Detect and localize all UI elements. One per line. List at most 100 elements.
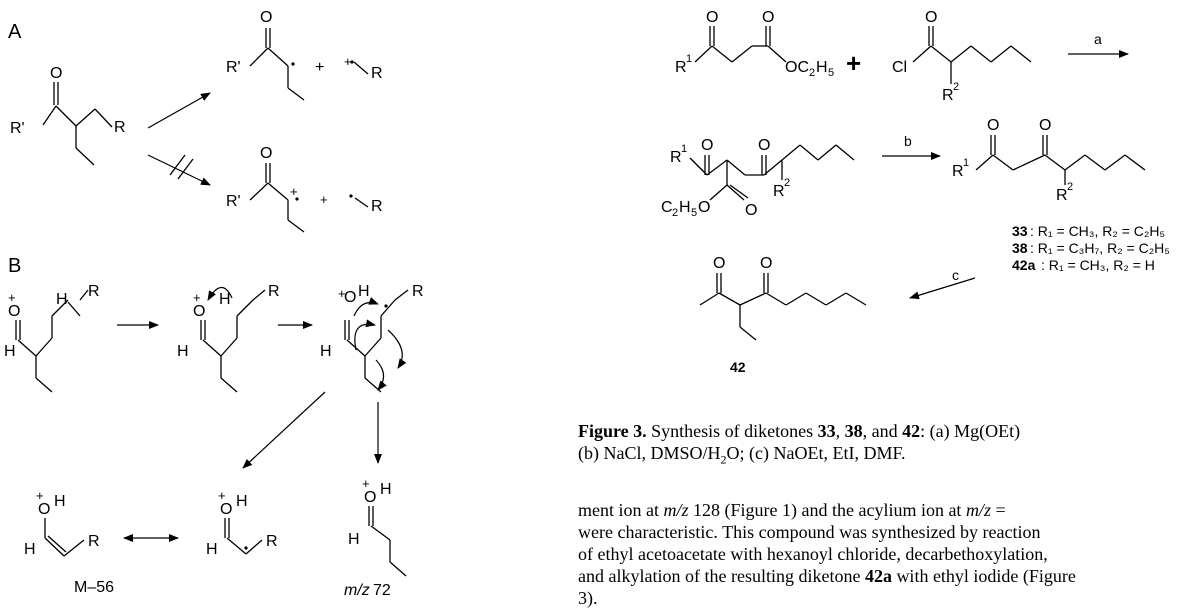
- svg-text:C: C: [661, 199, 673, 216]
- svg-text:O: O: [344, 289, 356, 306]
- svg-text:R: R: [88, 533, 100, 550]
- synth-diketone: O O R 1 R 2: [952, 117, 1146, 204]
- svg-text:+: +: [218, 488, 226, 503]
- synth-intermediate: O O R 1 R 2 O C 2 H 5 O: [661, 137, 855, 219]
- svg-text:O: O: [38, 501, 50, 518]
- panel-a-label: A: [8, 21, 22, 43]
- svg-text:O: O: [220, 501, 232, 518]
- svg-text:2: 2: [672, 207, 678, 219]
- panel-b-struct-5: + O H H R: [206, 488, 278, 558]
- svg-text:+: +: [362, 476, 370, 491]
- compound-42-label: 42: [730, 359, 746, 375]
- svg-text:O: O: [260, 9, 272, 26]
- panel-b-label: B: [8, 255, 21, 277]
- svg-text:O: O: [364, 489, 376, 506]
- svg-text:O: O: [762, 9, 774, 26]
- svg-text:+: +: [36, 488, 44, 503]
- arrow-b3-left: [242, 391, 326, 469]
- svg-text:H: H: [56, 291, 68, 308]
- svg-text:O: O: [758, 137, 770, 154]
- svg-text:O: O: [925, 9, 937, 26]
- svg-text:R: R: [371, 65, 383, 82]
- synth-compound-42: O O: [699, 255, 867, 341]
- svg-text:5: 5: [828, 67, 834, 79]
- body-line-1: ment ion at m/z 128 (Figure 1) and the a…: [578, 500, 1006, 520]
- label-mz-value: 72: [373, 582, 391, 599]
- svg-text:O: O: [260, 145, 272, 162]
- caption-line-2: (b) NaCl, DMSO/H2O; (c) NaOEt, EtI, DMF.: [578, 443, 906, 467]
- svg-text:O: O: [701, 137, 713, 154]
- svg-text:R: R: [952, 163, 964, 180]
- svg-text:H: H: [236, 493, 248, 510]
- arrow-step-c: [909, 277, 976, 300]
- svg-text:H: H: [24, 541, 36, 558]
- svg-text:R: R: [371, 198, 383, 215]
- svg-text:H: H: [358, 283, 370, 300]
- svg-text:H: H: [219, 291, 231, 308]
- svg-text:R': R': [10, 120, 25, 137]
- forbidden-mark-2: [177, 158, 194, 180]
- arrow-a-bottom: [147, 154, 211, 186]
- svg-text:H: H: [206, 541, 218, 558]
- compound-42a-id: 42a: [1012, 257, 1036, 273]
- svg-text:R: R: [675, 59, 687, 76]
- svg-text:2: 2: [809, 67, 815, 79]
- svg-text:H: H: [54, 493, 66, 510]
- svg-text:O: O: [1039, 117, 1051, 134]
- svg-text:R': R': [226, 59, 241, 76]
- compound-38-text: : R₁ = C₃H₇, R₂ = C₂H₅: [1030, 240, 1170, 256]
- compound-list: 33 : R₁ = CH₃, R₂ = C₂H₅ 38 : R₁ = C₃H₇,…: [1012, 223, 1170, 273]
- forbidden-mark-1: [169, 154, 186, 176]
- panel-b-struct-enol: + O H H R: [24, 488, 100, 558]
- svg-text:2: 2: [953, 81, 959, 93]
- svg-text:H: H: [816, 59, 828, 76]
- svg-text:1: 1: [681, 143, 687, 155]
- compound-33-text: : R₁ = CH₃, R₂ = C₂H₅: [1030, 223, 1165, 239]
- synth-ketoester: O O R 1 OC 2 H 5: [675, 9, 834, 79]
- panel-b-struct-72: + O H H: [348, 476, 407, 577]
- svg-text:R: R: [670, 149, 682, 166]
- panel-a-product-top: O R' + + R: [226, 9, 383, 101]
- arrow-a-top: [147, 92, 211, 129]
- svg-text:O: O: [713, 255, 725, 272]
- svg-text:H: H: [177, 343, 189, 360]
- svg-text:O: O: [987, 117, 999, 134]
- svg-text:R: R: [412, 283, 424, 300]
- step-a-label: a: [1094, 31, 1102, 47]
- svg-text:R: R: [266, 533, 278, 550]
- svg-text:R: R: [773, 183, 785, 200]
- svg-text:H: H: [4, 343, 16, 360]
- svg-text:O: O: [745, 202, 757, 219]
- panel-b-struct-1: + O H H R: [4, 283, 100, 393]
- svg-text:R': R': [226, 193, 241, 210]
- body-line-4: and alkylation of the resulting diketone…: [578, 566, 1076, 586]
- svg-text:Cl: Cl: [892, 59, 907, 76]
- body-paragraph: ment ion at m/z 128 (Figure 1) and the a…: [578, 499, 1183, 609]
- svg-text:R: R: [942, 87, 954, 104]
- caption-line-1: Figure 3. Synthesis of diketones 33, 38,…: [578, 421, 1021, 441]
- svg-text:+: +: [315, 59, 324, 76]
- label-m56: M–56: [74, 579, 114, 596]
- panel-a-product-bottom: O + R' + R: [226, 145, 383, 233]
- compound-33-id: 33: [1012, 223, 1028, 239]
- step-c-label: c: [952, 267, 959, 283]
- svg-text:O: O: [50, 65, 62, 82]
- panel-b-struct-2: + O H H R: [177, 283, 280, 393]
- figure-caption: Figure 3. Synthesis of diketones 33, 38,…: [578, 420, 1183, 471]
- body-line-5: 3).: [578, 588, 598, 608]
- svg-text:O: O: [8, 303, 20, 320]
- svg-text:1: 1: [963, 157, 969, 169]
- svg-text:O: O: [193, 303, 205, 320]
- svg-text:+: +: [8, 290, 16, 305]
- svg-text:O: O: [760, 255, 772, 272]
- svg-text:2: 2: [784, 177, 790, 189]
- svg-text:R: R: [1056, 187, 1068, 204]
- svg-text:2: 2: [1067, 181, 1073, 193]
- svg-text:H: H: [679, 199, 691, 216]
- svg-text:+: +: [290, 184, 298, 199]
- panel-a-reactant: O R' R: [10, 65, 126, 166]
- svg-text:+: +: [320, 192, 328, 207]
- svg-text:R: R: [114, 119, 126, 136]
- svg-text:H: H: [348, 531, 360, 548]
